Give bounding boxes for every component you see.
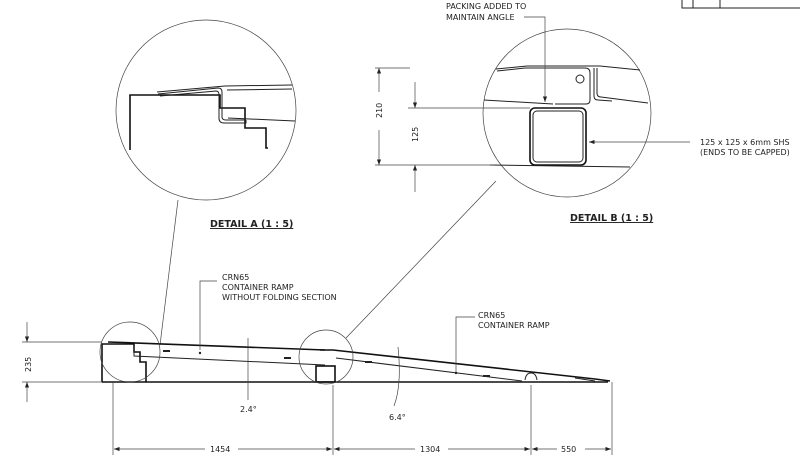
detail-b-marker xyxy=(298,329,354,385)
packing-note-line1: PACKING ADDED TO xyxy=(446,2,526,11)
ramp-fixings xyxy=(163,350,490,377)
packing-leader xyxy=(524,16,548,102)
dim-1304: 1304 xyxy=(420,445,440,454)
detail-a: DETAIL A (1 : 5) 210 xyxy=(115,19,410,346)
ramp1-note-line3: WITHOUT FOLDING SECTION xyxy=(222,293,337,302)
dim-1454: 1454 xyxy=(210,445,230,454)
shs-note-line2: (ENDS TO BE CAPPED) xyxy=(700,148,790,157)
shs-note-line1: 125 x 125 x 6mm SHS xyxy=(700,138,790,147)
ramp1-leader xyxy=(199,280,217,350)
detail-b-leader xyxy=(345,180,497,339)
dim-125: 125 xyxy=(411,127,420,142)
ramp1-note-line1: CRN65 xyxy=(222,273,249,282)
ramp-elevation: CRN65 CONTAINER RAMP WITHOUT FOLDING SEC… xyxy=(22,273,613,455)
ramp2-leader xyxy=(455,316,475,372)
angle-6-4: 6.4° xyxy=(389,413,406,422)
detail-a-title: DETAIL A (1 : 5) xyxy=(210,219,293,230)
title-block-corner xyxy=(681,0,800,9)
detail-a-marker xyxy=(99,321,161,383)
detail-b-circle xyxy=(482,28,652,198)
dim-210: 210 xyxy=(375,103,384,118)
ramp2-note-line1: CRN65 xyxy=(478,311,505,320)
detail-b-title: DETAIL B (1 : 5) xyxy=(570,213,653,224)
angle-2-4: 2.4° xyxy=(240,405,257,414)
ramp2-note-line2: CONTAINER RAMP xyxy=(478,321,550,330)
detail-a-leader xyxy=(159,199,179,346)
dim-550: 550 xyxy=(561,445,576,454)
packing-note-line2: MAINTAIN ANGLE xyxy=(446,13,515,22)
dim-235: 235 xyxy=(24,357,33,372)
ramp1-note-line2: CONTAINER RAMP xyxy=(222,283,294,292)
detail-b: PACKING ADDED TO MAINTAIN ANGLE 125 x 12… xyxy=(345,2,790,339)
detail-a-circle xyxy=(115,19,297,201)
